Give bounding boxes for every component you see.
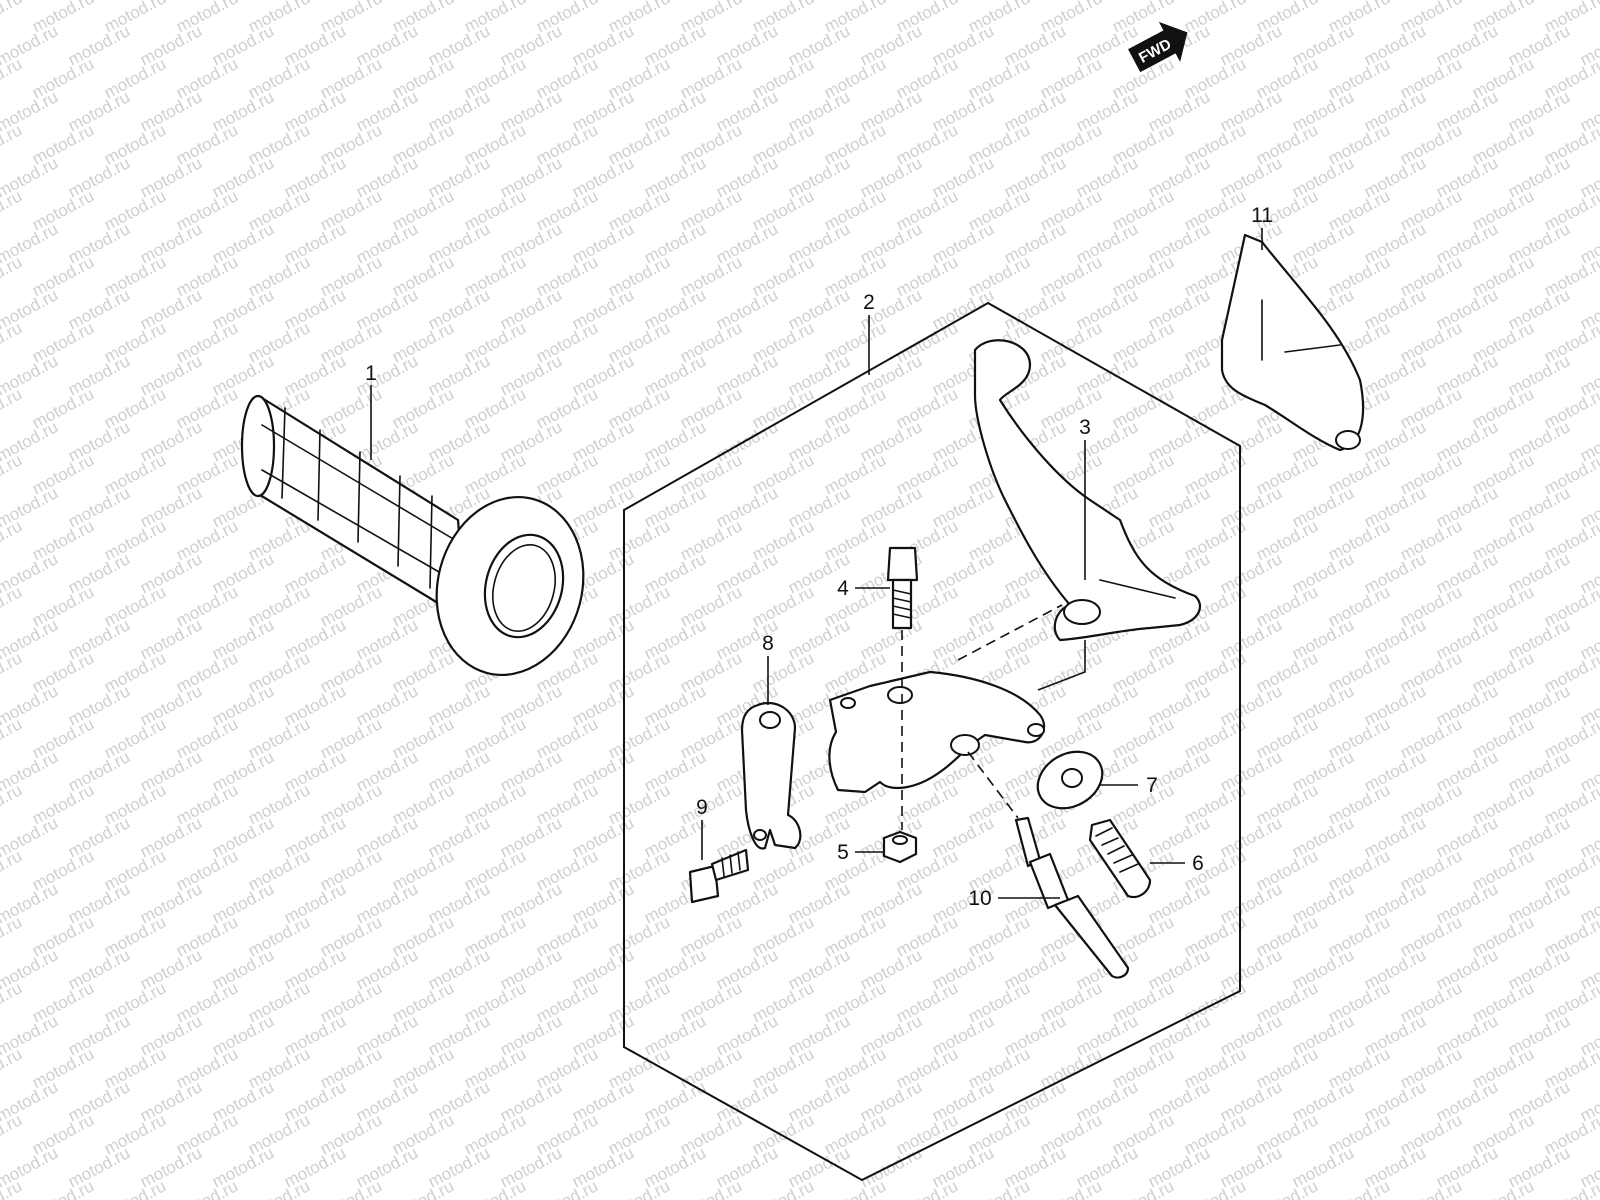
watermark-text: motod.ru bbox=[0, 516, 25, 564]
holder-clamp bbox=[740, 702, 802, 850]
watermark-text: motod.ru bbox=[0, 186, 25, 234]
callout-11: 11 bbox=[1251, 204, 1273, 227]
watermark-text: motod.ru bbox=[0, 1110, 25, 1158]
watermark-text: motod.ru bbox=[1397, 1176, 1465, 1200]
watermark-text: motod.ru bbox=[605, 1176, 673, 1200]
watermark-text: motod.ru bbox=[0, 780, 25, 828]
callout-7: 7 bbox=[1146, 774, 1158, 797]
watermark-text: motod.ru bbox=[0, 912, 25, 960]
watermark-text: motod.ru bbox=[0, 978, 25, 1026]
watermark-text: motod.ru bbox=[29, 1176, 97, 1200]
watermark-text: motod.ru bbox=[533, 1176, 601, 1200]
callout-8: 8 bbox=[762, 632, 774, 655]
callout-6: 6 bbox=[1192, 852, 1204, 875]
watermark-text: motod.ru bbox=[965, 1176, 1033, 1200]
watermark-text: motod.ru bbox=[1253, 1176, 1321, 1200]
watermark-text: motod.ru bbox=[245, 1176, 313, 1200]
watermark-text: motod.ru bbox=[0, 846, 25, 894]
watermark-text: motod.ru bbox=[389, 1176, 457, 1200]
watermark-text: motod.ru bbox=[173, 1176, 241, 1200]
watermark-text: motod.ru bbox=[821, 1176, 889, 1200]
watermark-text: motod.ru bbox=[1325, 1176, 1393, 1200]
watermark-text: motod.ru bbox=[0, 1044, 25, 1092]
watermark-text: motod.ru bbox=[1181, 1176, 1249, 1200]
watermark-text: motod.ru bbox=[1469, 1176, 1537, 1200]
watermark-text: motod.ru bbox=[0, 54, 25, 102]
watermark-text: motod.ru bbox=[1577, 0, 1600, 4]
watermark-text: motod.ru bbox=[677, 1176, 745, 1200]
watermark-text: motod.ru bbox=[461, 1176, 529, 1200]
callout-4: 4 bbox=[837, 577, 849, 600]
callout-2: 2 bbox=[863, 291, 875, 314]
watermark-text: motod.ru bbox=[0, 648, 25, 696]
watermark-text: motod.ru bbox=[1109, 1176, 1177, 1200]
watermark-text: motod.ru bbox=[0, 0, 25, 37]
watermark-text: motod.ru bbox=[893, 1176, 961, 1200]
watermark-text: motod.ru bbox=[0, 582, 25, 630]
pivot-nut bbox=[882, 830, 918, 864]
watermark-text: motod.ru bbox=[0, 252, 25, 300]
watermark-text: motod.ru bbox=[0, 714, 25, 762]
watermark-text: motod.ru bbox=[0, 384, 25, 432]
callout-9: 9 bbox=[696, 796, 708, 819]
callout-1: 1 bbox=[365, 362, 377, 385]
watermark-text: motod.ru bbox=[749, 1176, 817, 1200]
watermark-text: motod.ru bbox=[1037, 1176, 1105, 1200]
callout-5: 5 bbox=[837, 841, 849, 864]
watermark-text: motod.ru bbox=[0, 120, 25, 168]
watermark-text: motod.ru bbox=[0, 318, 25, 366]
watermark-text: motod.ru bbox=[0, 450, 25, 498]
watermark-text: motod.ru bbox=[317, 1176, 385, 1200]
watermark-text: motod.ru bbox=[101, 1176, 169, 1200]
callout-3: 3 bbox=[1079, 416, 1091, 439]
callout-10: 10 bbox=[968, 887, 991, 910]
